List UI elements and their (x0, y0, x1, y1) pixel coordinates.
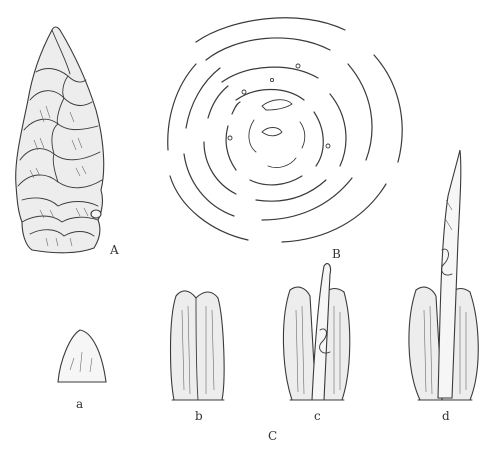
label-figure-b: B (332, 247, 341, 261)
label-figure-c-b: b (195, 409, 203, 423)
label-figure-c: C (268, 429, 277, 443)
figure-c-a-scale (58, 330, 106, 382)
label-figure-c-d: d (442, 409, 450, 423)
figure-a-bud (16, 27, 104, 253)
label-figure-a: A (109, 243, 119, 257)
figure-c-b-bract (171, 291, 225, 400)
label-figure-c-c: c (314, 409, 321, 423)
label-figure-c-a: a (76, 397, 83, 411)
figure-b-spiral-diagram (168, 18, 402, 242)
figure-c-c-bract (283, 264, 349, 400)
figure-c-d-bract (409, 150, 478, 400)
